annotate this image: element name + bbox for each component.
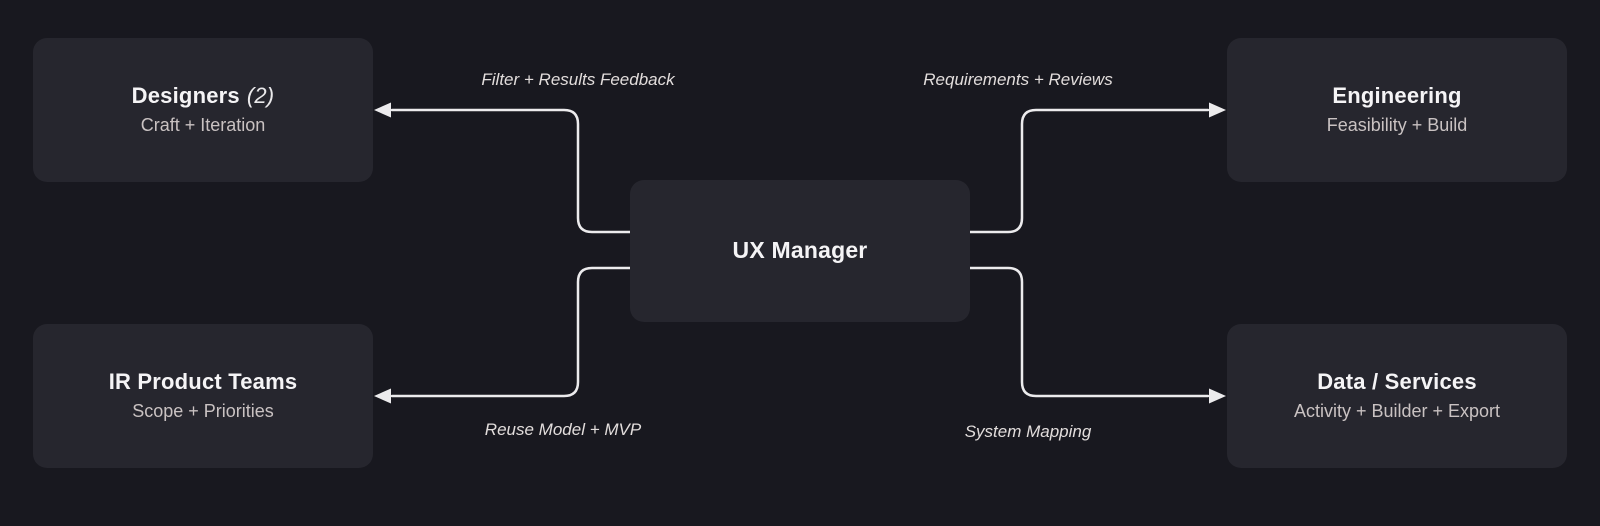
connector-to-designers <box>390 108 632 234</box>
node-engineering: Engineering Feasibility + Build <box>1227 38 1567 182</box>
node-data-services: Data / Services Activity + Builder + Exp… <box>1227 324 1567 468</box>
node-designers-title-text: Designers <box>131 83 240 108</box>
node-engineering-title: Engineering <box>1332 83 1462 108</box>
node-designers: Designers(2) Craft + Iteration <box>33 38 373 182</box>
arrowhead-to-ir-product-teams <box>374 388 391 404</box>
node-ir-product-teams-subtitle: Scope + Priorities <box>132 401 274 422</box>
connector-to-engineering <box>968 108 1210 234</box>
node-ir-product-teams: IR Product Teams Scope + Priorities <box>33 324 373 468</box>
edge-label-filter-results-feedback: Filter + Results Feedback <box>481 70 675 89</box>
node-data-services-subtitle: Activity + Builder + Export <box>1293 401 1501 422</box>
edge-label-system-mapping: System Mapping <box>964 422 1092 441</box>
arrowhead-to-designers <box>374 102 391 118</box>
node-data-services-title: Data / Services <box>1317 369 1477 394</box>
node-engineering-subtitle: Feasibility + Build <box>1326 115 1468 136</box>
arrowhead-to-engineering <box>1209 102 1226 118</box>
node-designers-title: Designers(2) <box>132 83 275 109</box>
node-ux-manager-title: UX Manager <box>732 237 868 264</box>
node-designers-subtitle: Craft + Iteration <box>140 115 266 136</box>
edge-label-requirements-reviews: Requirements + Reviews <box>923 70 1113 89</box>
node-ux-manager: UX Manager <box>630 180 970 322</box>
connector-to-ir-product-teams <box>390 266 632 398</box>
arrowhead-to-data-services <box>1209 388 1226 404</box>
connector-to-data-services <box>968 266 1210 398</box>
node-ir-product-teams-title: IR Product Teams <box>108 369 298 394</box>
edge-label-reuse-model-mvp: Reuse Model + MVP <box>484 420 642 439</box>
node-designers-count: (2) <box>246 83 275 108</box>
